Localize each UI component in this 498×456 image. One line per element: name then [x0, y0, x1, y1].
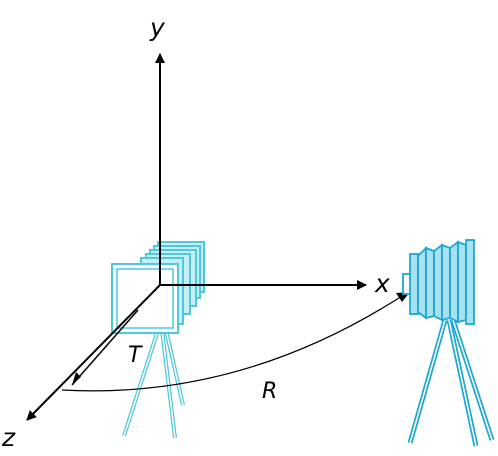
- rotation-arc: [61, 295, 403, 392]
- camera-body-far: [402, 239, 475, 325]
- z-axis-label: z: [1, 423, 16, 452]
- rotation-label: R: [262, 379, 277, 404]
- translation-arrowhead: [72, 372, 81, 385]
- camera-rotated: [402, 239, 495, 447]
- axes: [26, 53, 367, 421]
- translation-label: T: [128, 343, 143, 368]
- z-axis: [26, 284, 161, 421]
- camera-at-origin: [111, 241, 205, 439]
- tripod-far: [407, 319, 495, 447]
- x-axis-label: x: [374, 269, 390, 298]
- y-axis-label: y: [149, 13, 166, 42]
- translation-arrow: [71, 309, 139, 386]
